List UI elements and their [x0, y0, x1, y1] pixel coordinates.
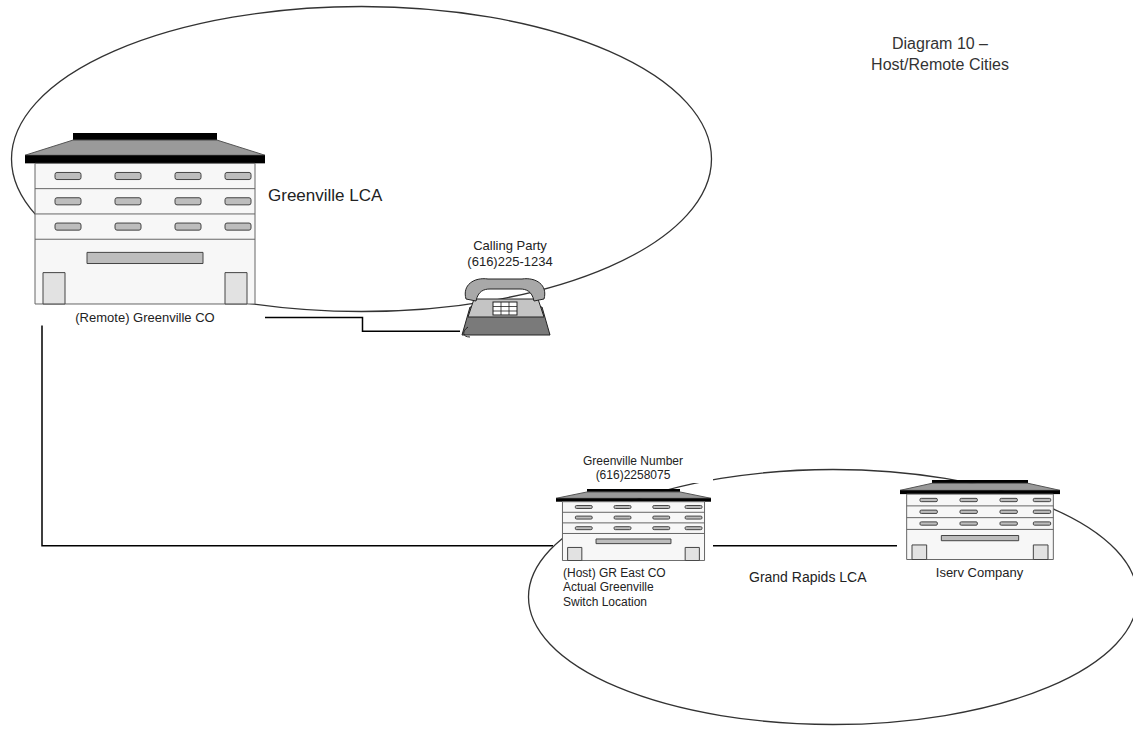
- office-label: (Host) GR East CO Actual Greenville Swit…: [553, 566, 681, 609]
- telephone: Calling Party (616)225-1234: [460, 238, 572, 339]
- connector-line: [713, 545, 897, 547]
- area-outline: [529, 470, 1133, 725]
- central-office: Iserv Company: [897, 480, 1062, 581]
- calling-area: Greenville LCA(Remote) Greenville COCall…: [10, 5, 713, 313]
- central-office: (Remote) Greenville CO: [25, 133, 265, 326]
- central-office: Greenville Number (616)2258075 (Host) GR …: [553, 454, 713, 609]
- connector-line: [265, 318, 460, 332]
- calling-area: Grand Rapids LCAGreenville Number (616)2…: [527, 468, 1133, 726]
- building-icon: [25, 133, 265, 305]
- connector-line: [42, 326, 553, 546]
- phone-label: Calling Party (616)225-1234: [460, 238, 560, 269]
- area-label: Greenville LCA: [268, 186, 382, 206]
- number-label: Greenville Number (616)2258075: [553, 454, 713, 483]
- office-label: Iserv Company: [897, 565, 1062, 581]
- diagram-title: Diagram 10 – Host/Remote Cities: [845, 34, 1035, 76]
- telephone-icon: [460, 275, 552, 339]
- building-icon: [556, 489, 711, 561]
- area-label: Grand Rapids LCA: [749, 569, 867, 586]
- office-label: (Remote) Greenville CO: [25, 310, 265, 326]
- building-icon: [900, 480, 1060, 560]
- area-outline: [12, 7, 712, 312]
